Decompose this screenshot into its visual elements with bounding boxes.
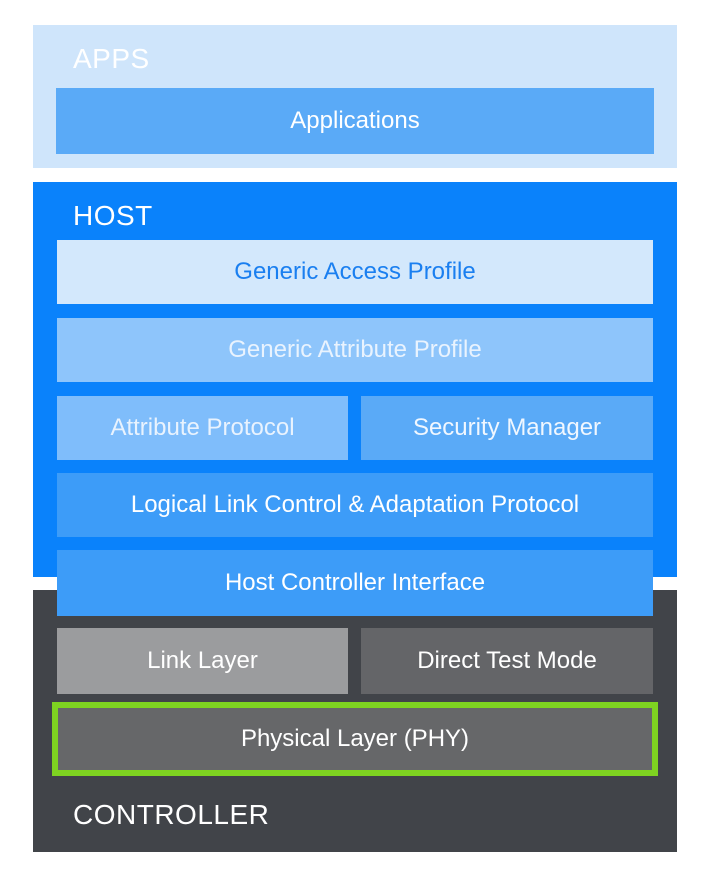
applications-block: Applications (56, 88, 654, 154)
host-layer-label: HOST (73, 200, 153, 231)
controller-layer-label: CONTROLLER (73, 799, 270, 830)
apps-layer: APPS Applications (33, 25, 677, 168)
security-manager-block: Security Manager (361, 396, 653, 460)
link-layer-block: Link Layer (57, 628, 348, 694)
generic-access-profile-block: Generic Access Profile (57, 240, 653, 304)
l2cap-block: Logical Link Control & Adaptation Protoc… (57, 473, 653, 537)
generic-attribute-profile-block: Generic Attribute Profile (57, 318, 653, 382)
attribute-protocol-block: Attribute Protocol (57, 396, 348, 460)
host-controller-interface-block: Host Controller Interface (57, 550, 653, 616)
direct-test-mode-block: Direct Test Mode (361, 628, 653, 694)
physical-layer-block: Physical Layer (PHY) (52, 702, 658, 776)
apps-layer-label: APPS (73, 43, 150, 74)
